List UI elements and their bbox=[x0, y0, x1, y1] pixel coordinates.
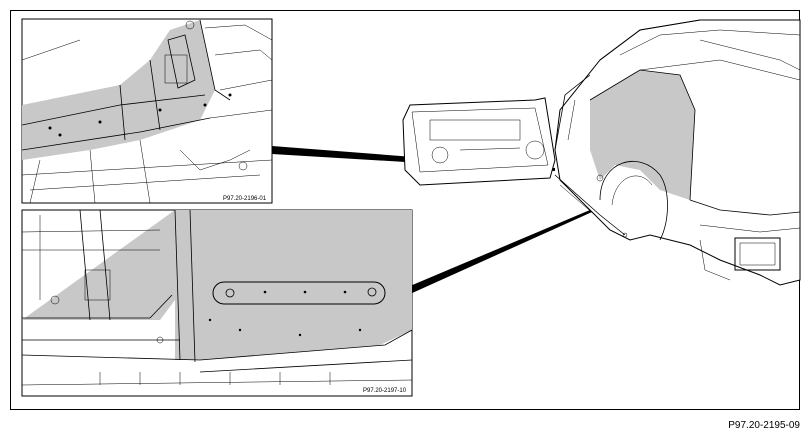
inset-bottom: P97.20-2197-10 bbox=[21, 209, 413, 397]
sill-strip bbox=[212, 281, 386, 305]
inset-top: P97.20-2196-01 bbox=[21, 18, 273, 204]
inset-bottom-code: P97.20-2197-10 bbox=[363, 388, 407, 394]
car-sill bbox=[554, 174, 626, 236]
wheel-arch bbox=[599, 160, 668, 241]
figure-reference-code: P97.20-2195-09 bbox=[728, 420, 800, 431]
inset-top-code: P97.20-2196-01 bbox=[223, 196, 267, 202]
highlight-quarter-panel bbox=[590, 70, 695, 200]
car-main-view bbox=[402, 19, 801, 286]
leader-bottom bbox=[410, 210, 592, 294]
highlight-region-bottom bbox=[175, 210, 412, 360]
